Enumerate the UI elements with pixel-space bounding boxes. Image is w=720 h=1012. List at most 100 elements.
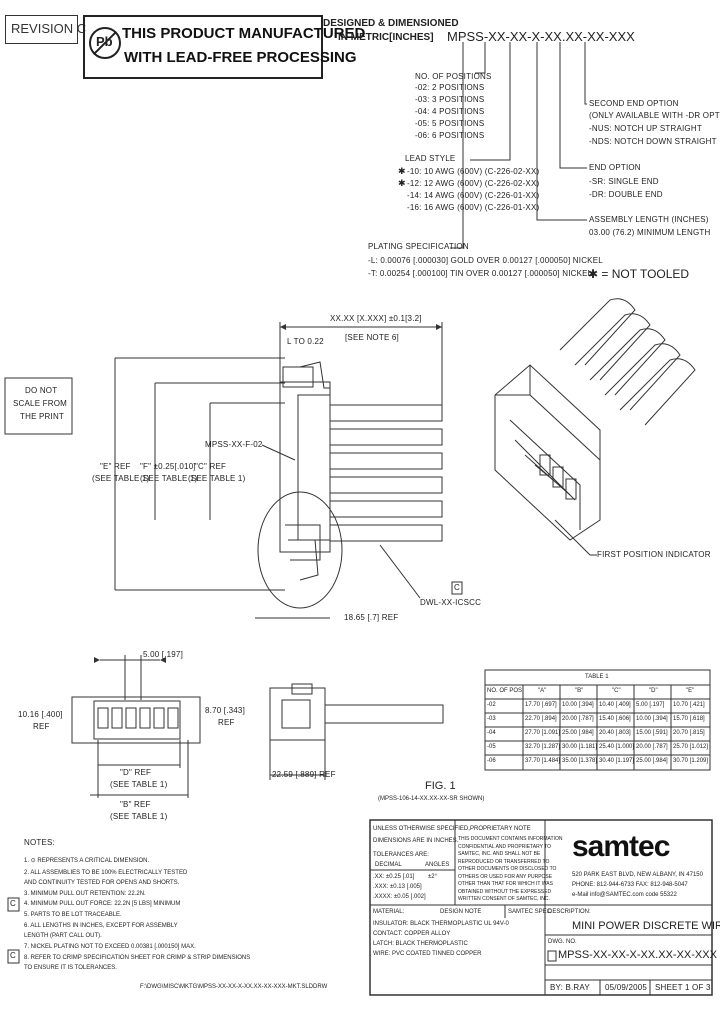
plating-item-2: -T: 0.00254 [.000100] TIN OVER 0.00127 [… — [368, 269, 593, 278]
lead-free-line1: THIS PRODUCT MANUFACTURED — [122, 25, 366, 42]
file-path: F:\DWG\MISC\MKTG\MPSS-XX-XX-X-XX.XX-XX-X… — [140, 984, 328, 990]
fig-title: FIG. 1 — [425, 780, 456, 792]
side-view-wire — [324, 704, 444, 724]
notes-title: NOTES: — [24, 838, 55, 847]
second-end-item-3: -NDS: NOTCH DOWN STRAIGHT — [589, 137, 717, 146]
iso-connector — [494, 364, 601, 541]
table-cell: 10.00 [.394] — [562, 702, 594, 708]
proprietary-line: REPRODUCED OR TRANSFERRED TO — [458, 858, 550, 865]
proprietary-line: SAMTEC, INC. AND SHALL NOT BE — [458, 851, 541, 857]
tb-angle-tol: ±2° — [428, 874, 438, 880]
dim-1016-ref: REF — [33, 722, 50, 731]
note-line: 2. ALL ASSEMBLIES TO BE 100% ELECTRICALL… — [24, 870, 188, 876]
wire-3 — [329, 452, 443, 470]
position-item-1: -02: 2 POSITIONS — [415, 83, 485, 92]
ref-d-table: (SEE TABLE 1) — [110, 780, 168, 789]
table1-header: NO. OF POS — [487, 688, 523, 694]
lead-free-box — [83, 15, 323, 79]
ref-d-label: "D" REF — [120, 768, 152, 777]
ref-b-table: (SEE TABLE 1) — [110, 812, 168, 821]
tb-address-1: 520 PARK EAST BLVD, NEW ALBANY, IN 47150 — [572, 872, 703, 878]
front-pin-3 — [125, 707, 137, 729]
note-line: 1. ⊙ REPRESENTS A CRITICAL DIMENSION. — [24, 858, 150, 864]
side-view-body — [269, 687, 326, 741]
front-pin-6 — [167, 707, 179, 729]
table-cell: 20.40 [.803] — [599, 730, 631, 736]
tb-unless: UNLESS OTHERWISE SPECIFIED, — [373, 826, 470, 832]
leader-second-end — [584, 42, 587, 105]
table-cell: 32.70 [1.287] — [525, 744, 561, 750]
tb-by: BY: B.RAY — [550, 983, 590, 992]
proprietary-line: OTHERS OR USED FOR ANY PURPOSE — [458, 873, 553, 880]
lead-free-line2: WITH LEAD-FREE PROCESSING — [124, 49, 357, 66]
proprietary-line: CONFIDENTIAL AND PROPRIETARY TO — [458, 843, 551, 850]
c-mark-box-3 — [7, 949, 20, 964]
table-cell: 30.00 [1.181] — [562, 744, 598, 750]
tb-sheet: SHEET 1 OF 3 — [655, 983, 711, 992]
do-not-scale-box — [4, 377, 73, 435]
pb-free-icon: Pb — [89, 27, 121, 59]
leader-positions — [475, 42, 486, 74]
note-line: 5. PARTS TO BE LOT TRACEABLE. — [24, 912, 122, 918]
position-item-3: -04: 4 POSITIONS — [415, 107, 485, 116]
c-mark-box-2 — [7, 897, 20, 912]
side-view-inner — [281, 699, 311, 729]
see-note-label: [SEE NOTE 6] — [345, 333, 399, 342]
note-line: 6. ALL LENGTHS IN INCHES, EXCEPT FOR ASS… — [24, 923, 178, 929]
dim-1016-label: 10.16 [.400] — [18, 710, 63, 719]
wire-6 — [329, 524, 443, 542]
ref-b-label: "B" REF — [120, 800, 151, 809]
title-block-frame — [369, 819, 713, 996]
c-mark-3: C — [10, 951, 16, 960]
tb-description-label: DESCRIPTION: — [548, 909, 591, 915]
proprietary-line: OTHER DOCUMENTS OR DISCLOSED TO — [458, 866, 557, 872]
table-cell: 25.00 [.984] — [636, 758, 668, 764]
dim-length-label: XX.XX [X.XXX] ±0.1[3.2] — [330, 314, 422, 323]
tb-date: 05/09/2005 — [605, 983, 648, 992]
table-cell: 22.70 [.894] — [525, 716, 557, 722]
front-pin-5 — [153, 707, 165, 729]
note-line: 7. NICKEL PLATING NOT TO EXCEED 0.00381 … — [24, 944, 196, 950]
tb-dims-in: DIMENSIONS ARE IN INCHES. — [373, 838, 459, 844]
fig-subtitle: (MPSS-106-14-XX.XX-XX-SR SHOWN) — [378, 796, 485, 802]
first-position-label: FIRST POSITION INDICATOR — [597, 550, 711, 559]
position-item-5: -06: 6 POSITIONS — [415, 131, 485, 140]
note-line: 8. REFER TO CRIMP SPECIFICATION SHEET FO… — [24, 955, 251, 961]
connector-housing — [297, 394, 331, 541]
wire-4 — [329, 476, 443, 494]
table-cell: 15.70 [.618] — [673, 716, 705, 722]
c-mark-box-4 — [547, 950, 557, 962]
tb-angles: ANGLES — [425, 862, 450, 868]
tb-material-2: CONTACT: COPPER ALLOY — [373, 931, 451, 937]
second-end-item-2: -NUS: NOTCH UP STRAIGHT — [589, 124, 702, 133]
table-cell: 20.70 [.815] — [673, 730, 705, 736]
tb-dwg-label: DWG. NO. — [548, 939, 577, 945]
latch-arm — [299, 361, 330, 389]
proprietary-line: OBTAINED WITHOUT THE EXPRESSED — [458, 888, 552, 895]
leader-mpss — [261, 444, 296, 461]
ltd-label: L TO 0.22 — [287, 337, 324, 346]
table-cell: 15.40 [.606] — [599, 716, 631, 722]
front-view-body — [71, 696, 201, 744]
table-cell: -05 — [487, 744, 496, 750]
star-mark-1: ✱ — [398, 166, 406, 176]
dwl-label: DWL-XX-ICSCC — [420, 598, 482, 607]
table-cell: -06 — [487, 758, 496, 764]
proprietary-line: OTHER THAN THAT FOR WHICH IT WAS — [458, 881, 553, 887]
table-cell: 25.40 [1.000] — [599, 744, 635, 750]
front-pin-1 — [97, 707, 109, 729]
ref-f-table: (SEE TABLE 1) — [140, 474, 198, 483]
c-mark-2: C — [10, 899, 16, 908]
table-cell: 10.40 [.409] — [599, 702, 631, 708]
do-not-scale-3: THE PRINT — [20, 412, 65, 421]
tb-dwg-no: MPSS-XX-XX-X-XX.XX-XX-XXX — [558, 949, 717, 961]
table-cell: 10.70 [.421] — [673, 702, 705, 708]
iso-wires — [559, 298, 696, 426]
wire-1 — [329, 404, 443, 422]
dim-1865-label: 18.65 [.7] REF — [344, 613, 399, 622]
detail-contact — [285, 524, 321, 561]
connector-body — [279, 381, 331, 553]
lead-item-2: -12: 12 AWG (600V) (C-226-02-XX) — [407, 179, 540, 188]
